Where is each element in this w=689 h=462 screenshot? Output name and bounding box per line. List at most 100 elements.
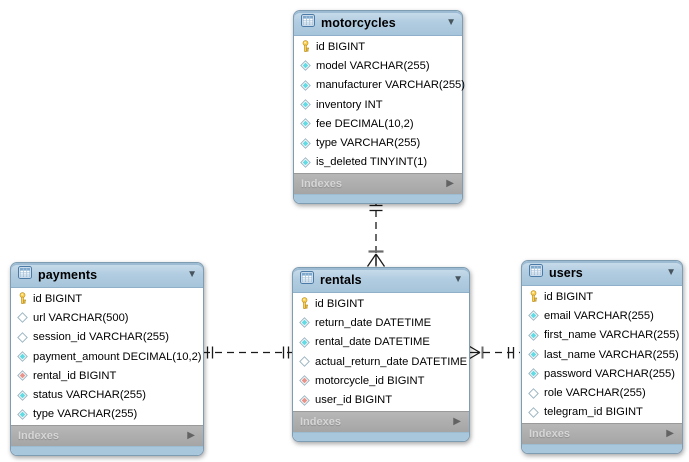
expand-arrow-icon: ▶ (187, 430, 195, 442)
indexes-label: Indexes (529, 428, 570, 441)
column-label: rental_id BIGINT (33, 369, 117, 382)
column-row[interactable]: last_name VARCHAR(255) (522, 345, 682, 364)
column-row[interactable]: type VARCHAR(255) (294, 133, 462, 152)
column-row[interactable]: payment_amount DECIMAL(10,2) (11, 347, 203, 366)
column-label: session_id VARCHAR(255) (33, 331, 169, 344)
column-label: id BIGINT (315, 297, 365, 310)
column-label: is_deleted TINYINT(1) (316, 156, 428, 169)
indexes-bar[interactable]: Indexes ▶ (11, 425, 203, 447)
column-row[interactable]: fee DECIMAL(10,2) (294, 114, 462, 133)
column-label: role VARCHAR(255) (544, 387, 646, 400)
column-label: inventory INT (316, 98, 383, 111)
column-row[interactable]: role VARCHAR(255) (522, 383, 682, 402)
column-row[interactable]: status VARCHAR(255) (11, 385, 203, 404)
column-label: telegram_id BIGINT (544, 406, 643, 419)
expand-arrow-icon: ▶ (666, 428, 674, 440)
column-row[interactable]: model VARCHAR(255) (294, 56, 462, 75)
not-null-icon (299, 137, 311, 149)
column-row[interactable]: id BIGINT (294, 37, 462, 56)
table-header[interactable]: rentals ▼ (293, 268, 469, 293)
table-users[interactable]: users ▼ id BIGINT email VARCHAR(255) first… (521, 260, 683, 455)
foreign-key-icon (298, 394, 310, 406)
table-title: users (549, 266, 583, 280)
indexes-label: Indexes (18, 430, 59, 443)
foreign-key-icon (298, 375, 310, 387)
table-payments[interactable]: payments ▼ id BIGINT url VARCHAR(500) sess… (10, 262, 204, 457)
column-label: id BIGINT (33, 292, 83, 305)
expand-arrow-icon: ▶ (446, 178, 454, 190)
column-label: url VARCHAR(500) (33, 311, 129, 324)
column-row[interactable]: session_id VARCHAR(255) (11, 328, 203, 347)
indexes-bar[interactable]: Indexes ▶ (294, 173, 462, 195)
column-row[interactable]: rental_id BIGINT (11, 366, 203, 385)
nullable-icon (527, 407, 539, 418)
table-header[interactable]: payments ▼ (11, 263, 203, 288)
collapse-chevron-icon[interactable]: ▼ (187, 269, 197, 280)
table-icon (18, 266, 32, 284)
column-label: return_date DATETIME (315, 316, 432, 329)
table-header[interactable]: users ▼ (522, 261, 682, 286)
column-list: id BIGINT model VARCHAR(255) manufacturer … (294, 36, 466, 174)
column-row[interactable]: email VARCHAR(255) (522, 306, 682, 325)
indexes-bar[interactable]: Indexes ▶ (522, 423, 682, 445)
column-label: first_name VARCHAR(255) (544, 329, 680, 342)
table-icon (301, 14, 315, 32)
column-row[interactable]: id BIGINT (522, 287, 682, 306)
not-null-icon (16, 409, 28, 420)
column-label: manufacturer VARCHAR(255) (316, 79, 466, 92)
cardinality-one-ticks (282, 346, 290, 359)
collapse-chevron-icon[interactable]: ▼ (666, 267, 676, 278)
column-label: email VARCHAR(255) (544, 309, 654, 322)
table-bottom-strip (11, 446, 203, 456)
column-label: password VARCHAR(255) (544, 367, 675, 380)
column-label: fee DECIMAL(10,2) (316, 117, 414, 130)
column-label: id BIGINT (544, 290, 594, 303)
cardinality-one-ticks (507, 347, 515, 359)
column-row[interactable]: manufacturer VARCHAR(255) (294, 76, 466, 95)
not-null-icon (298, 317, 310, 329)
relationship-rentals-users[interactable] (467, 344, 520, 361)
table-rentals[interactable]: rentals ▼ id BIGINT return_date DATETIME r… (292, 267, 470, 442)
crow-foot-many-icon (366, 253, 386, 267)
column-row[interactable]: password VARCHAR(255) (522, 364, 682, 383)
column-row[interactable]: url VARCHAR(500) (11, 308, 203, 327)
not-null-icon (299, 99, 311, 110)
column-row[interactable]: actual_return_date DATETIME (293, 352, 469, 371)
not-null-icon (299, 118, 311, 130)
table-motorcycles[interactable]: motorcycles ▼ id BIGINT model VARCHAR(255… (293, 10, 466, 205)
table-title: motorcycles (321, 16, 396, 30)
indexes-bar[interactable]: Indexes ▶ (293, 410, 469, 432)
column-label: id BIGINT (316, 40, 366, 53)
relationship-payments-rentals[interactable] (203, 346, 292, 359)
column-row[interactable]: type VARCHAR(255) (11, 405, 203, 424)
column-row[interactable]: first_name VARCHAR(255) (522, 326, 682, 345)
not-null-icon (16, 389, 28, 401)
column-row[interactable]: rental_date DATETIME (293, 333, 469, 352)
column-list: id BIGINT return_date DATETIME rental_date… (293, 293, 469, 411)
column-row[interactable]: telegram_id BIGINT (522, 403, 682, 422)
column-row[interactable]: id BIGINT (293, 294, 469, 313)
column-row[interactable]: id BIGINT (11, 289, 203, 308)
column-row[interactable]: motorcycle_id BIGINT (293, 371, 469, 390)
relationship-motorcycles-rentals[interactable] (366, 198, 386, 267)
column-row[interactable]: is_deleted TINYINT(1) (294, 153, 462, 172)
table-bottom-strip (293, 431, 469, 441)
column-label: model VARCHAR(255) (316, 59, 430, 72)
column-row[interactable]: inventory INT (294, 95, 462, 114)
column-label: user_id BIGINT (315, 394, 393, 407)
column-label: payment_amount DECIMAL(10,2) (33, 350, 202, 363)
collapse-chevron-icon[interactable]: ▼ (446, 17, 456, 28)
table-bottom-strip (522, 444, 682, 454)
primary-key-icon (16, 292, 28, 305)
not-null-icon (299, 79, 311, 91)
column-row[interactable]: return_date DATETIME (293, 313, 469, 332)
not-null-icon (527, 329, 539, 341)
table-header[interactable]: motorcycles ▼ (294, 11, 462, 36)
collapse-chevron-icon[interactable]: ▼ (453, 274, 463, 285)
column-row[interactable]: user_id BIGINT (293, 390, 469, 409)
not-null-icon (298, 336, 310, 348)
table-icon (300, 271, 314, 289)
nullable-icon (527, 387, 539, 399)
column-label: actual_return_date DATETIME (315, 355, 468, 368)
